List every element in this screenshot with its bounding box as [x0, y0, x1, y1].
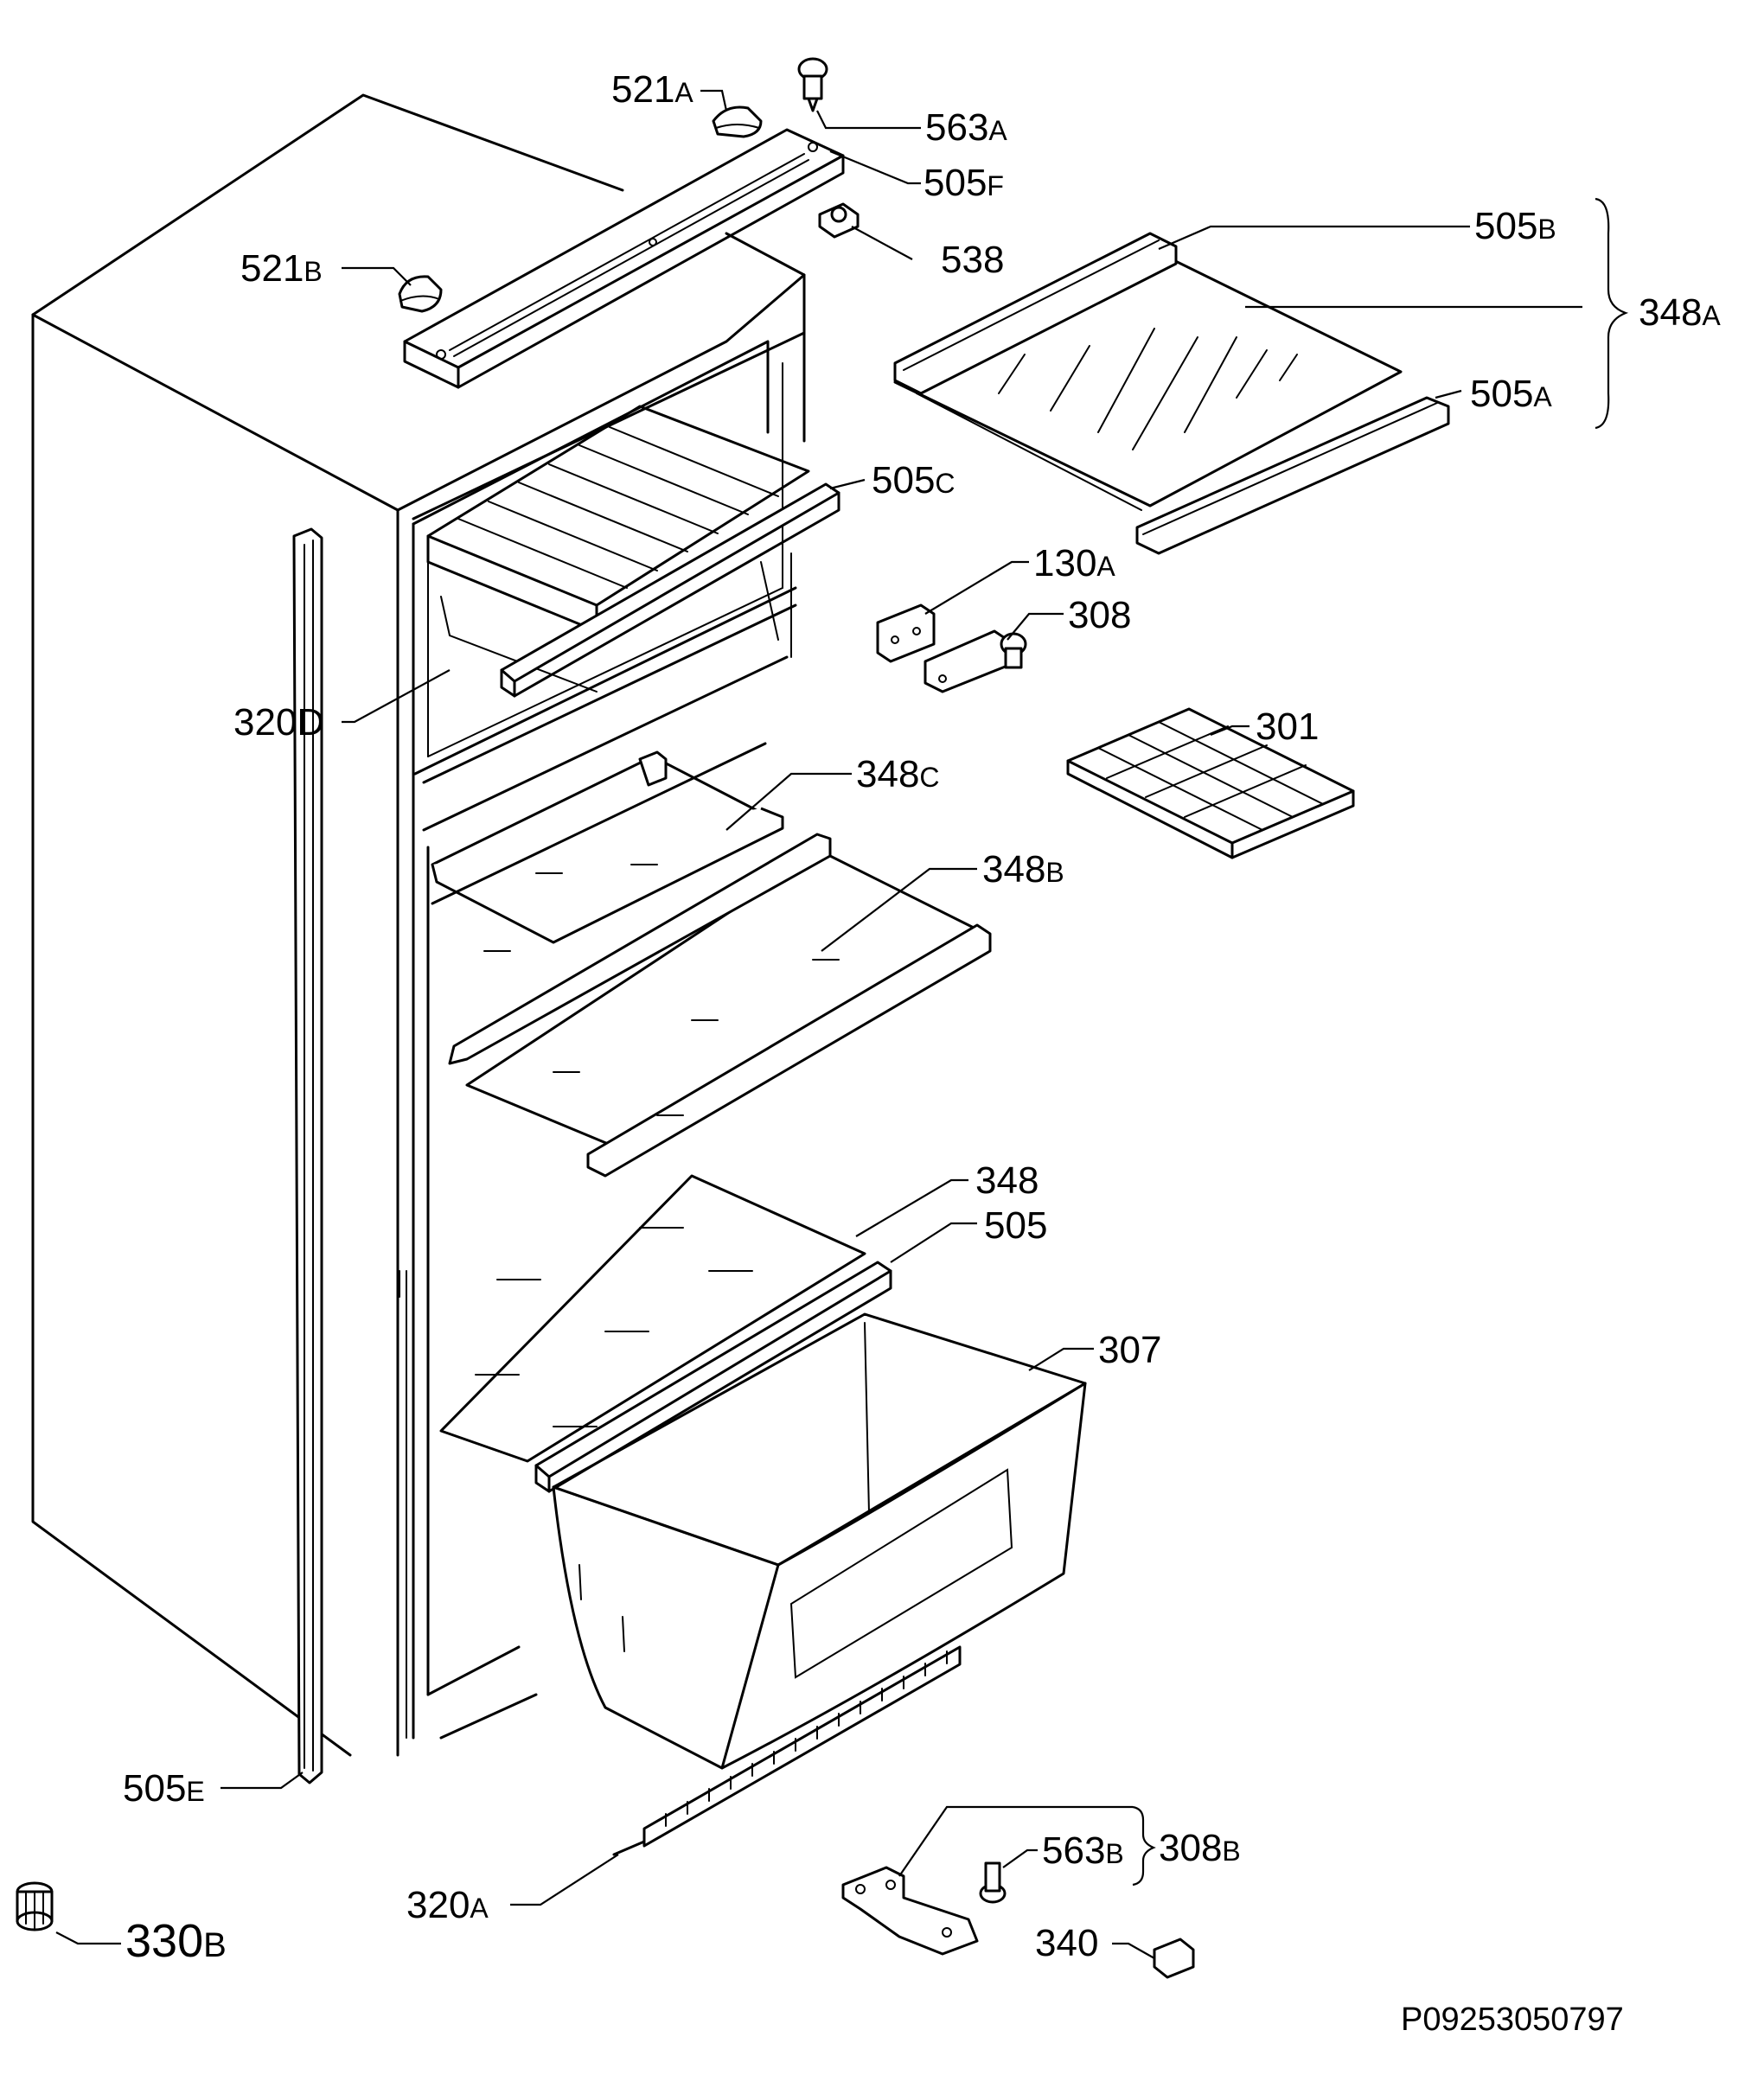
label-320d: 320D	[233, 701, 324, 744]
label-348a: 348A	[1639, 291, 1721, 334]
glass-shelf-348b	[448, 833, 992, 1178]
strip-505c	[500, 482, 840, 698]
label-505: 505	[984, 1204, 1047, 1247]
bracket-538	[818, 202, 860, 239]
label-348b: 348B	[982, 848, 1064, 891]
cap-521a	[712, 105, 763, 138]
ice-tray-301	[1066, 707, 1355, 859]
label-538: 538	[941, 239, 1004, 281]
glass-shelf-348c	[431, 742, 784, 952]
label-505c: 505C	[872, 459, 956, 501]
label-505f: 505F	[924, 162, 1004, 204]
label-521b: 521B	[240, 247, 323, 290]
screw-563b	[979, 1861, 1007, 1904]
foot-330b	[16, 1881, 54, 1931]
label-521a: 521A	[611, 68, 693, 111]
freezer-grid-shelf-320d	[426, 405, 810, 693]
label-130a: 130A	[1033, 542, 1115, 584]
label-308b: 308B	[1159, 1827, 1241, 1869]
plate-130a	[876, 603, 936, 663]
hinge-308	[924, 629, 1027, 693]
strip-505	[534, 1261, 892, 1493]
screw-563a	[797, 57, 828, 112]
glass-shelf-348a	[893, 232, 1450, 555]
door-seal-505e	[292, 527, 323, 1784]
block-340	[1153, 1938, 1195, 1979]
label-340: 340	[1035, 1922, 1098, 1964]
label-505e: 505E	[123, 1767, 205, 1810]
leader-lines	[55, 89, 1629, 1959]
label-308: 308	[1068, 594, 1131, 636]
drawing-code: P09253050797	[1401, 2002, 1624, 2038]
top-rail-505f	[403, 128, 845, 389]
label-307: 307	[1098, 1329, 1161, 1371]
label-563a: 563A	[925, 106, 1007, 149]
label-505a: 505A	[1470, 373, 1552, 415]
crisper-drawer-307	[552, 1312, 1087, 1770]
label-563b: 563B	[1042, 1829, 1124, 1872]
label-348c: 348C	[856, 753, 940, 795]
label-348: 348	[975, 1159, 1039, 1202]
label-505b: 505B	[1474, 205, 1556, 247]
vent-grille-320a	[612, 1645, 962, 1856]
part-labels: 521A 563A 505F 538 521B 505B 348A 505A 5…	[123, 68, 1721, 2038]
label-301: 301	[1256, 706, 1319, 748]
label-320a: 320A	[406, 1884, 489, 1926]
glass-shelf-348	[439, 1174, 866, 1463]
label-330b: 330B	[125, 1915, 227, 1967]
hinge-308b	[841, 1866, 979, 1956]
cabinet-body	[31, 93, 806, 1757]
cap-521b	[398, 275, 443, 313]
